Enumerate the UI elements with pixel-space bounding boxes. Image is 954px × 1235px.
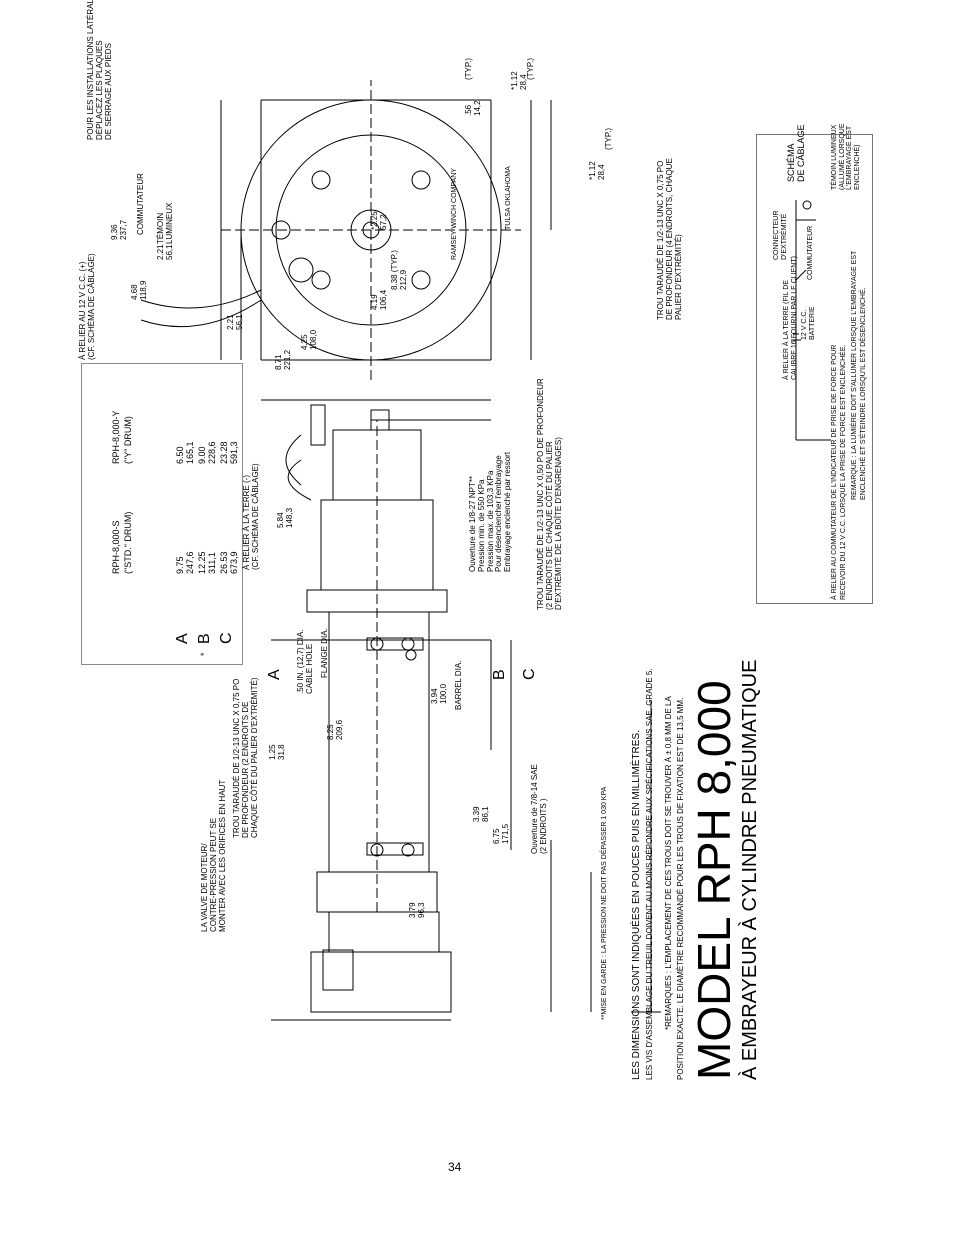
- wiring-switch: COMMUTATEUR: [807, 225, 814, 280]
- wiring-remark-2: ENCLENCHÉ ET S'ÉTEINDRE LORSQU'IL EST DÉ…: [860, 287, 867, 500]
- page-number: 34: [448, 1160, 462, 1174]
- lamp-symbol: [802, 200, 812, 210]
- wiring-remark-1: REMARQUE : LA LUMIÈRE DOIT S'ALLUMER LOR…: [851, 250, 858, 500]
- wiring-schematic: [791, 200, 831, 441]
- wiring-lamp-note: TÉMOIN LUMINEUX (ALLUMÉ LORSQUE L'EMBRAY…: [831, 123, 862, 190]
- winch-side-view: [271, 404, 661, 1021]
- wiring-pto-note-1: À RELIER AU COMMUTATEUR DE L'INDICATEUR …: [831, 344, 838, 600]
- wiring-battery: 12 V C.C. BATTERIE: [801, 306, 816, 340]
- lamp-fixture: [288, 257, 314, 283]
- winch-end-view: [140, 80, 552, 421]
- drawing-sheet: MODEL RPH 8,000 À EMBRAYEUR À CYLINDRE P…: [71, 0, 873, 1140]
- valve-block: [322, 949, 354, 991]
- wiring-pto-note-2: RECEVOIR DU 12 V C.C. LORSQUE LA PRISE D…: [840, 344, 847, 600]
